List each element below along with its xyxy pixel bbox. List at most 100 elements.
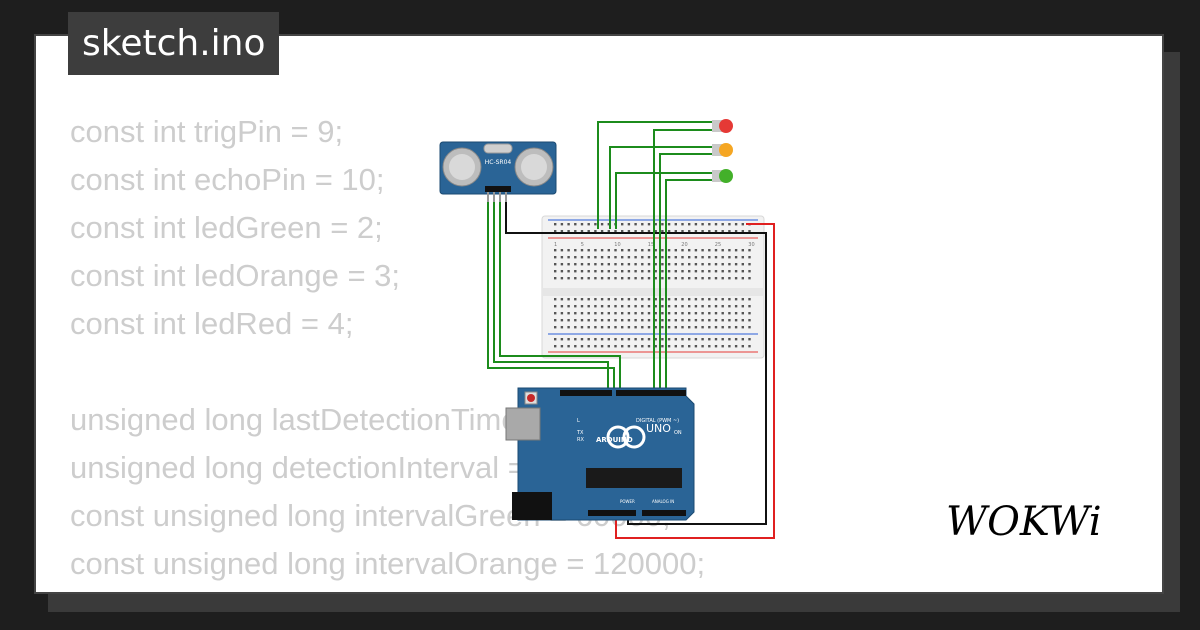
breadboard-hole	[701, 326, 704, 329]
breadboard-hole	[614, 326, 617, 329]
breadboard-hole	[748, 312, 751, 315]
breadboard-hole	[674, 326, 677, 329]
breadboard-hole	[654, 263, 657, 266]
breadboard-hole	[694, 277, 698, 280]
breadboard-hole	[741, 249, 744, 252]
breadboard-hole	[688, 263, 691, 266]
breadboard-hole	[734, 277, 738, 280]
breadboard-hole	[554, 345, 557, 348]
breadboard-hole	[621, 345, 624, 348]
digital-pins-label: DIGITAL (PWM ~)	[636, 418, 679, 424]
breadboard-hole	[708, 256, 711, 259]
breadboard-hole	[728, 312, 731, 315]
file-name-tag[interactable]: sketch.ino	[68, 12, 280, 75]
breadboard-hole	[721, 319, 724, 322]
breadboard-hole	[661, 312, 664, 315]
breadboard-hole	[728, 319, 731, 322]
breadboard-hole	[741, 277, 744, 280]
breadboard-hole	[634, 256, 637, 259]
breadboard-hole	[721, 230, 724, 233]
breadboard-hole	[674, 223, 677, 226]
breadboard-hole	[607, 319, 610, 322]
breadboard-hole	[574, 312, 577, 315]
breadboard-hole	[741, 305, 744, 308]
arduino-uno-board: DIGITAL (PWM ~) UNO ARDUINO TX RX L ON P…	[505, 387, 695, 521]
breadboard-hole	[667, 298, 671, 301]
breadboard-hole	[567, 305, 570, 308]
breadboard-hole	[641, 270, 644, 273]
breadboard-hole	[701, 263, 704, 266]
breadboard-hole	[701, 345, 704, 348]
breadboard-hole	[567, 256, 570, 259]
breadboard-hole	[587, 270, 590, 273]
breadboard-hole	[587, 249, 590, 252]
breadboard-hole	[734, 223, 738, 226]
breadboard-hole	[734, 263, 738, 266]
breadboard-hole	[594, 338, 597, 341]
breadboard-hole	[587, 277, 590, 280]
breadboard-hole	[701, 223, 704, 226]
breadboard-hole	[681, 249, 684, 252]
breadboard-hole	[681, 277, 684, 280]
breadboard-hole	[587, 263, 590, 266]
breadboard-hole	[574, 223, 577, 226]
breadboard-hole	[560, 270, 564, 273]
project-preview-card[interactable]: const int trigPin = 9;const int echoPin …	[34, 34, 1164, 594]
breadboard-hole	[708, 277, 711, 280]
breadboard-hole	[627, 277, 631, 280]
breadboard-hole	[600, 305, 604, 308]
breadboard-column-number: 25	[715, 242, 721, 248]
breadboard-hole	[647, 338, 651, 341]
breadboard-hole	[574, 338, 577, 341]
breadboard-hole	[728, 230, 731, 233]
breadboard-hole	[721, 338, 724, 341]
breadboard-hole	[587, 230, 590, 233]
breadboard-hole	[600, 312, 604, 315]
breadboard-hole	[714, 326, 718, 329]
breadboard-hole	[654, 312, 657, 315]
breadboard-hole	[614, 230, 617, 233]
breadboard-hole	[567, 277, 570, 280]
breadboard-hole	[661, 270, 664, 273]
breadboard-hole	[654, 277, 657, 280]
breadboard-hole	[594, 298, 597, 301]
breadboard-hole	[647, 305, 651, 308]
breadboard-hole	[560, 345, 564, 348]
breadboard-hole	[567, 223, 570, 226]
breadboard-hole	[694, 345, 698, 348]
breadboard-hole	[594, 277, 597, 280]
breadboard-hole	[674, 312, 677, 315]
l-label: L	[577, 418, 580, 424]
breadboard-hole	[614, 270, 617, 273]
breadboard-hole	[721, 249, 724, 252]
breadboard-hole	[681, 326, 684, 329]
breadboard-hole	[600, 256, 604, 259]
breadboard-hole	[667, 263, 671, 266]
breadboard-hole	[607, 338, 610, 341]
breadboard-hole	[574, 230, 577, 233]
breadboard-hole	[748, 319, 751, 322]
breadboard-hole	[734, 249, 738, 252]
breadboard-hole	[741, 256, 744, 259]
breadboard-hole	[607, 312, 610, 315]
breadboard-hole	[741, 230, 744, 233]
breadboard-hole	[734, 345, 738, 348]
breadboard-hole	[681, 230, 684, 233]
breadboard-hole	[554, 263, 557, 266]
breadboard-hole	[600, 270, 604, 273]
breadboard-hole	[701, 270, 704, 273]
breadboard-hole	[621, 312, 624, 315]
breadboard-hole	[748, 230, 751, 233]
breadboard-hole	[587, 256, 590, 259]
ultrasonic-sensor: HC-SR04	[439, 141, 557, 202]
breadboard-hole	[694, 223, 698, 226]
breadboard-hole	[721, 326, 724, 329]
breadboard-hole	[748, 277, 751, 280]
breadboard-hole	[728, 249, 731, 252]
breadboard-hole	[621, 270, 624, 273]
breadboard-hole	[654, 270, 657, 273]
breadboard-hole	[741, 270, 744, 273]
board-brand: ARDUINO	[596, 436, 633, 444]
breadboard-hole	[681, 345, 684, 348]
